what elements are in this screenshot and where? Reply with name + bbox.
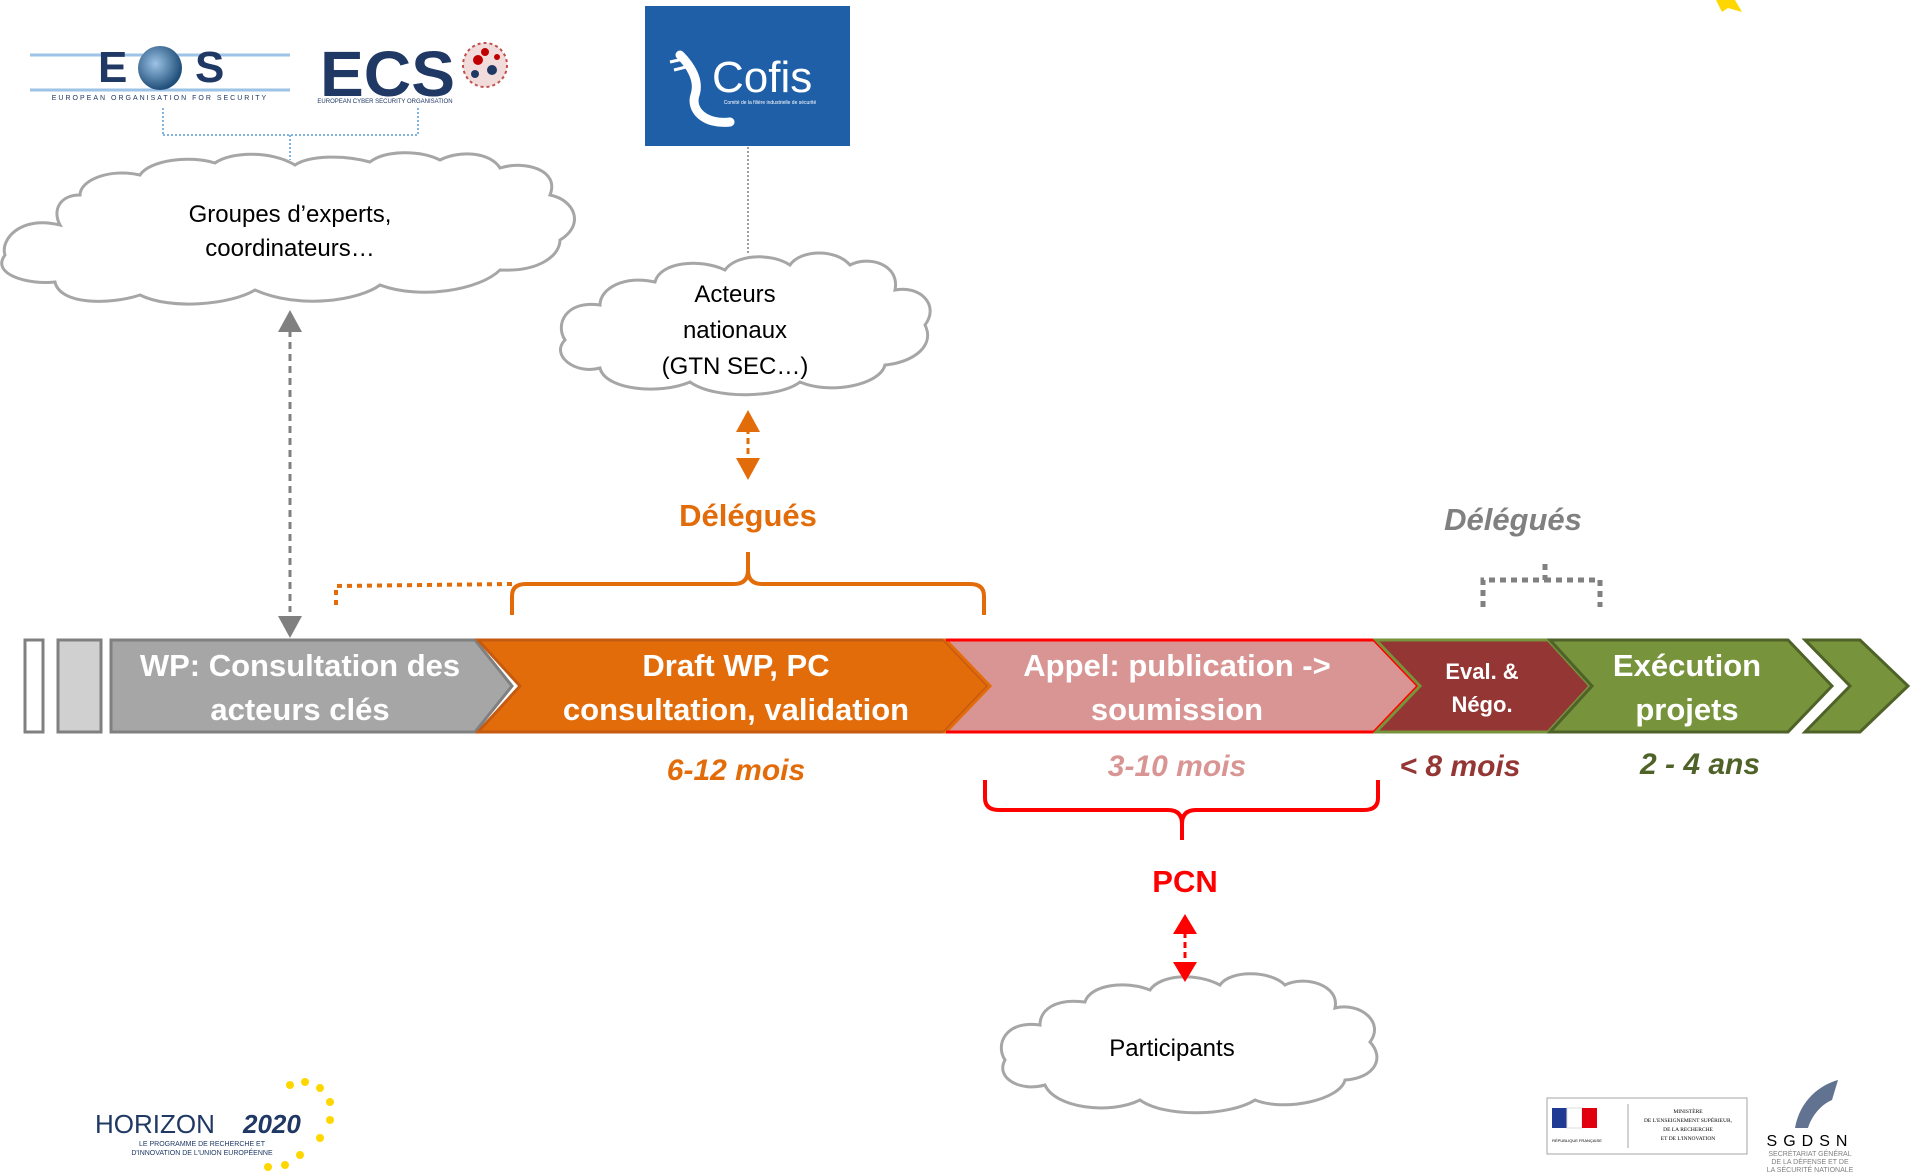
- ministere-logo: RÉPUBLIQUE FRANÇAISE MINISTÈRE DE L'ENSE…: [1546, 1097, 1748, 1155]
- phase-wp: [109, 638, 514, 734]
- duration-draft: 6-12 mois: [667, 754, 805, 787]
- experts-cloud-shape: [0, 151, 576, 306]
- ecs-wordmark: ECS: [320, 38, 455, 110]
- experts-cloud-line1: Groupes d’experts,: [189, 201, 392, 228]
- delegues-label: Délégués: [679, 498, 817, 533]
- ministere-line1: MINISTÈRE: [1673, 1107, 1703, 1115]
- eos-globe-icon: [138, 46, 182, 90]
- horizon-wordmark: HORIZON: [95, 1109, 215, 1139]
- phase-execution-line1: Exécution: [1613, 648, 1761, 683]
- sgdsn-dome-icon: [1795, 1080, 1838, 1128]
- ministere-rf: RÉPUBLIQUE FRANÇAISE: [1552, 1138, 1602, 1143]
- delegues-grey-label: Délégués: [1444, 502, 1582, 537]
- duration-eval: < 8 mois: [1400, 750, 1521, 783]
- phase-eval-line2: Négo.: [1451, 692, 1512, 717]
- pcn-label: PCN: [1152, 864, 1217, 899]
- experts-cloud-line2: coordinateurs…: [205, 235, 374, 262]
- flag-blue: [1552, 1108, 1567, 1128]
- eos-letter-e: E: [98, 43, 127, 92]
- nationaux-cloud-line1: Acteurs: [694, 281, 775, 308]
- ecs-tagline: EUROPEAN CYBER SECURITY ORGANISATION: [317, 99, 452, 105]
- phase-appel-line1: Appel: publication ->: [1023, 648, 1330, 683]
- horizon-tagline-1: LE PROGRAMME DE RECHERCHE ET: [139, 1141, 266, 1148]
- eos-tagline: EUROPEAN ORGANISATION FOR SECURITY: [52, 95, 268, 102]
- phase-stub-1: [23, 638, 45, 734]
- horizon-stars-icon: [264, 1078, 334, 1171]
- ministere-line3: DE LA RECHERCHE: [1663, 1127, 1713, 1133]
- phase-draft-line2: consultation, validation: [563, 692, 909, 727]
- arrow-down-icon: [278, 616, 302, 638]
- cofis-wordmark: Cofis: [712, 53, 812, 102]
- eos-logo: E S EUROPEAN ORGANISATION FOR SECURITY: [30, 43, 290, 102]
- phase-wp-line2: acteurs clés: [210, 692, 389, 727]
- ministere-line2: DE L'ENSEIGNEMENT SUPÉRIEUR,: [1644, 1116, 1733, 1124]
- phase-wp-line1: WP: Consultation des: [140, 648, 460, 683]
- cofis-logo-background: [645, 6, 850, 146]
- arrow-down-icon: [1173, 962, 1197, 982]
- duration-execution: 2 - 4 ans: [1639, 748, 1760, 781]
- phase-stub-2: [56, 638, 103, 734]
- participants-cloud-label: Participants: [1109, 1035, 1234, 1062]
- sgdsn-logo: SGDSN SECRÉTARIAT GÉNÉRAL DE LA DÉFENSE …: [1767, 1080, 1854, 1174]
- logos-connector: [162, 108, 419, 160]
- ecs-logo: ECS EUROPEAN CYBER SECURITY ORGANISATION: [317, 38, 508, 110]
- flag-red: [1582, 1108, 1597, 1128]
- nationaux-cloud: [559, 251, 932, 397]
- ministere-line4: ET DE L'INNOVATION: [1661, 1136, 1716, 1142]
- delegues-brace: [510, 552, 986, 615]
- phase-draft-line1: Draft WP, PC: [642, 648, 829, 683]
- experts-arrow: [278, 310, 302, 638]
- nationaux-cloud-shape: [559, 251, 932, 397]
- participants-cloud-shape: [999, 972, 1379, 1115]
- ecs-globe-icon: [462, 42, 508, 88]
- sgdsn-wordmark: SGDSN: [1767, 1133, 1854, 1150]
- horizon-tagline-2: D'INNOVATION DE L'UNION EUROPÉENNE: [131, 1148, 273, 1157]
- phase-execution: [1546, 638, 1835, 734]
- participants-cloud: [999, 972, 1379, 1115]
- nationaux-cloud-line3: (GTN SEC…): [662, 353, 809, 380]
- horizon-year: 2020: [242, 1109, 301, 1139]
- arrow-up-icon: [736, 410, 760, 432]
- delegues-brace-extension: [334, 582, 513, 605]
- phase-bar: [23, 638, 1911, 734]
- sgdsn-line1: SECRÉTARIAT GÉNÉRAL: [1768, 1149, 1851, 1158]
- duration-appel: 3-10 mois: [1108, 750, 1246, 783]
- horizon-2020-logo: HORIZON 2020 LE PROGRAMME DE RECHERCHE E…: [95, 1078, 334, 1171]
- cofis-tagline: Comité de la filière industrielle de séc…: [724, 100, 817, 106]
- cofis-mark-lines: [669, 56, 691, 72]
- delegues-grey-brace: [1480, 560, 1603, 607]
- phase-appel-line2: soumission: [1091, 692, 1263, 727]
- sgdsn-line3: LA SÉCURITÉ NATIONALE: [1767, 1165, 1854, 1174]
- phase-eval-line1: Eval. &: [1445, 659, 1518, 684]
- cofis-logo: Cofis Comité de la filière industrielle …: [645, 6, 850, 146]
- phase-continuation-arrow: [1801, 638, 1911, 734]
- nationaux-cloud-line2: nationaux: [683, 317, 787, 344]
- experts-cloud: [0, 151, 576, 306]
- flag-white: [1566, 1107, 1583, 1129]
- pcn-brace: [983, 780, 1380, 840]
- sgdsn-line2: DE LA DÉFENSE ET DE: [1771, 1157, 1849, 1166]
- pcn-arrow: [1173, 914, 1197, 982]
- star-icon: [1716, 0, 1742, 12]
- arrow-down-icon: [736, 458, 760, 480]
- arrow-up-icon: [1173, 914, 1197, 934]
- arrow-up-icon: [278, 310, 302, 332]
- nationaux-arrow: [736, 410, 760, 480]
- eos-letter-s: S: [195, 43, 224, 92]
- phase-execution-line2: projets: [1635, 692, 1738, 727]
